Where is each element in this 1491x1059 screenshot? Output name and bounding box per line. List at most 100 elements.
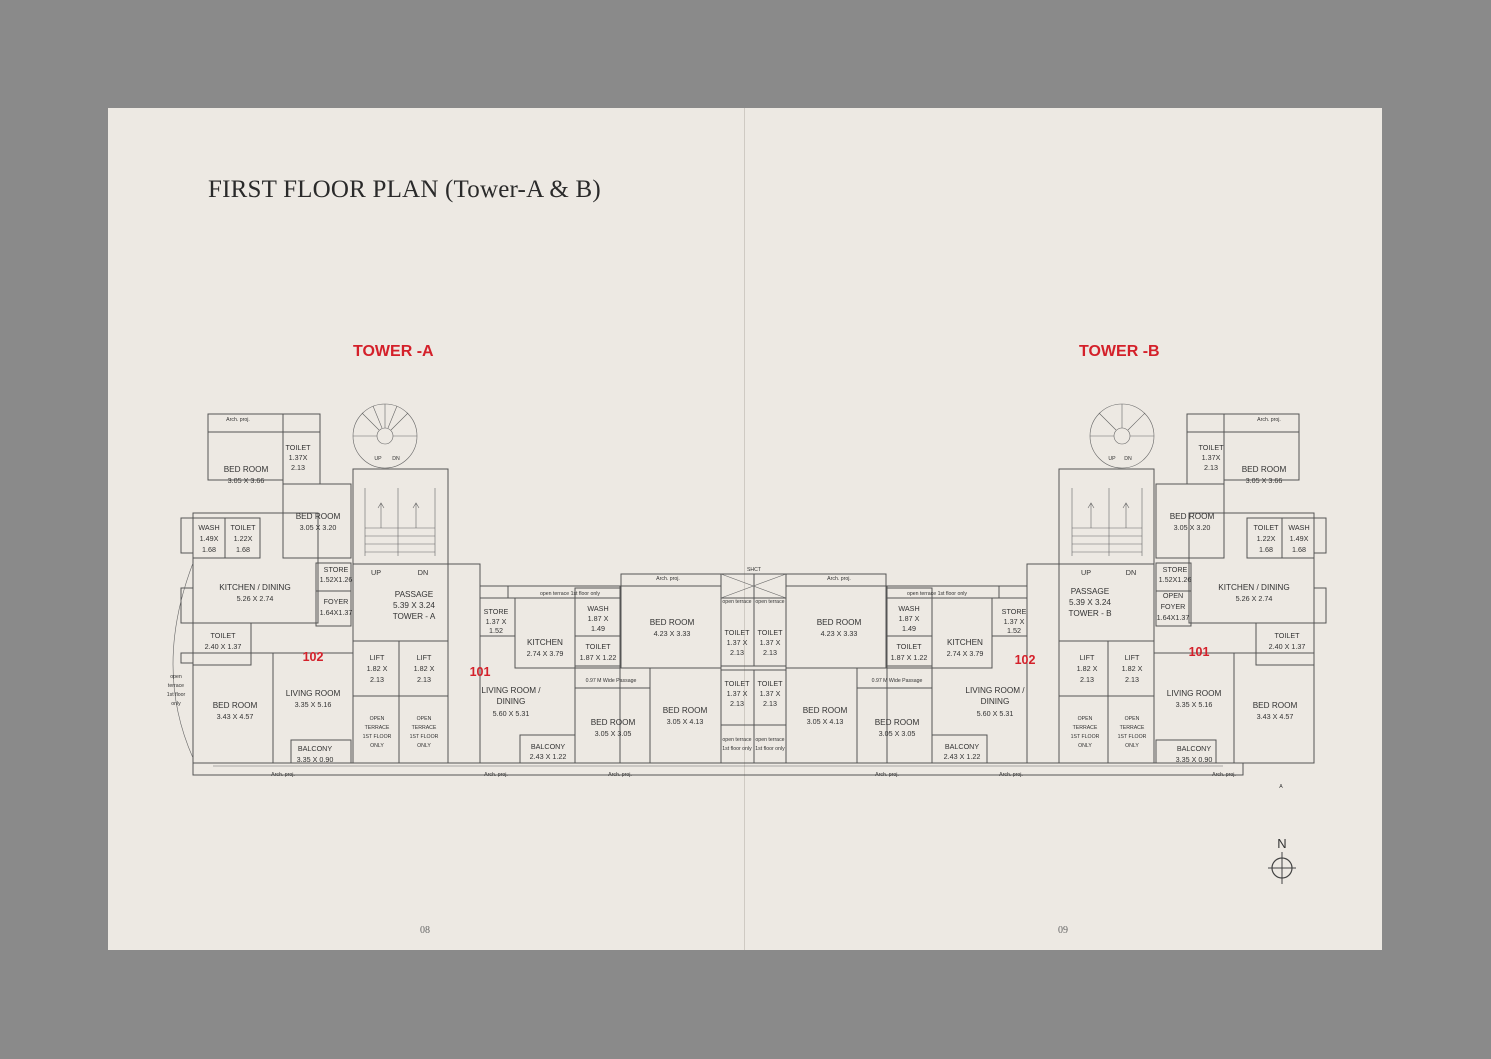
svg-text:1ST FLOOR: 1ST FLOOR [1118,734,1147,740]
room-label: BED ROOM [875,718,920,727]
room-label: TOILET [210,631,236,640]
room-label: FOYER [324,597,349,606]
room-label: LIFT [370,653,385,662]
central-shaft-walls [720,573,787,764]
tower-a-labels: Arch. proj. TOILET 1.37X 2.13 BED ROOM 3… [167,417,708,778]
svg-text:2.13: 2.13 [763,648,777,657]
unit-number: 102 [1015,653,1036,667]
svg-text:5.39 X 3.24: 5.39 X 3.24 [1069,598,1111,607]
svg-text:1st floor only: 1st floor only [722,746,752,752]
svg-text:TERRACE: TERRACE [412,725,437,731]
svg-text:2.13: 2.13 [1204,463,1218,472]
svg-text:1.49X: 1.49X [200,534,219,543]
svg-text:open terrace: open terrace [722,737,751,743]
room-label: LIVING ROOM [1167,689,1222,698]
room-label: BED ROOM [1170,512,1215,521]
page-number-left: 08 [420,925,430,936]
svg-text:open terrace: open terrace [755,599,784,605]
svg-text:5.26 X 2.74: 5.26 X 2.74 [237,594,274,603]
room-label: BED ROOM [1253,701,1298,710]
room-label: TOILET [230,523,256,532]
svg-text:ONLY: ONLY [1125,743,1139,749]
arch-proj-label: Arch. proj. [226,417,250,423]
svg-text:OPEN: OPEN [370,716,385,722]
unit-number: 102 [303,650,324,664]
svg-text:0.97 M Wide Passage: 0.97 M Wide Passage [872,678,923,684]
room-label: TOILET [896,642,922,651]
svg-text:ONLY: ONLY [1078,743,1092,749]
svg-text:TERRACE: TERRACE [1120,725,1145,731]
room-label: BED ROOM [224,465,269,474]
svg-text:UP: UP [1108,456,1116,462]
svg-text:2.13: 2.13 [417,675,431,684]
svg-text:3.05 X 4.13: 3.05 X 4.13 [807,717,844,726]
svg-text:only: only [171,701,181,707]
central-shaft-labels: SHCT open terrace open terrace TOILET 1.… [722,567,785,752]
svg-text:5.26 X 2.74: 5.26 X 2.74 [1236,594,1273,603]
svg-text:3.05 X 4.13: 3.05 X 4.13 [667,717,704,726]
room-label: BED ROOM [213,701,258,710]
svg-text:3.05 X 3.20: 3.05 X 3.20 [1174,523,1211,532]
compass-icon: N [1268,836,1296,884]
svg-text:1.87 X 1.22: 1.87 X 1.22 [891,653,928,662]
svg-text:1.37X: 1.37X [1202,453,1221,462]
room-label: LIFT [1125,653,1140,662]
svg-text:1st floor only: 1st floor only [755,746,785,752]
svg-text:DINING: DINING [497,697,526,706]
room-label: TOILET [585,642,611,651]
floor-plan: Arch. proj. TOILET 1.37X 2.13 BED ROOM 3… [167,403,1327,884]
svg-text:3.35 X 5.16: 3.35 X 5.16 [1176,700,1213,709]
svg-text:OPEN: OPEN [417,716,432,722]
room-label: BALCONY [531,742,566,751]
svg-text:1.49: 1.49 [591,624,605,633]
svg-text:2.74 X 3.79: 2.74 X 3.79 [527,649,564,658]
svg-text:ONLY: ONLY [370,743,384,749]
room-label: KITCHEN [947,638,983,647]
room-label: TOILET [757,679,783,688]
svg-text:3.35 X 0.90: 3.35 X 0.90 [297,755,334,764]
room-label: WASH [898,604,919,613]
svg-text:1.68: 1.68 [202,545,216,554]
svg-text:0.97 M Wide Passage: 0.97 M Wide Passage [586,678,637,684]
svg-text:UP: UP [374,456,382,462]
svg-text:1.49X: 1.49X [1290,534,1309,543]
svg-text:1.37 X: 1.37 X [486,617,507,626]
svg-text:Arch. proj.: Arch. proj. [271,772,295,778]
room-label: LIFT [1080,653,1095,662]
svg-text:FOYER: FOYER [1161,602,1186,611]
svg-text:open terrace: open terrace [755,737,784,743]
room-label: LIVING ROOM [286,689,341,698]
svg-text:1.87 X 1.22: 1.87 X 1.22 [580,653,617,662]
room-label: KITCHEN / DINING [219,583,290,592]
room-label: STORE [484,607,509,616]
svg-text:3.43 X 4.57: 3.43 X 4.57 [1257,712,1294,721]
svg-text:OPEN: OPEN [1078,716,1093,722]
svg-text:1.37 X: 1.37 X [760,638,781,647]
svg-text:1.37X: 1.37X [289,453,308,462]
svg-text:TERRACE: TERRACE [365,725,390,731]
svg-text:A: A [1279,784,1283,790]
svg-text:5.60 X 5.31: 5.60 X 5.31 [493,709,530,718]
room-label: STORE [324,565,349,574]
svg-text:1.87 X: 1.87 X [899,614,920,623]
svg-text:DN: DN [1124,456,1132,462]
room-label: STORE [1002,607,1027,616]
svg-text:1.64X1.37: 1.64X1.37 [1157,613,1190,622]
room-label: LIVING ROOM / [481,686,541,695]
svg-text:4.23 X 3.33: 4.23 X 3.33 [654,629,691,638]
svg-text:3.05 X 3.05: 3.05 X 3.05 [879,729,916,738]
svg-text:Arch. proj.: Arch. proj. [827,576,851,582]
unit-number: 101 [470,665,491,679]
room-label: BED ROOM [591,718,636,727]
svg-text:3.05 X 3.05: 3.05 X 3.05 [595,729,632,738]
svg-text:2.13: 2.13 [730,648,744,657]
room-label: BED ROOM [296,512,341,521]
svg-text:1.37 X: 1.37 X [727,638,748,647]
room-label: LIVING ROOM / [965,686,1025,695]
room-label: BED ROOM [1242,465,1287,474]
svg-text:open terrace 1st floor only: open terrace 1st floor only [540,591,600,597]
svg-text:1.82 X: 1.82 X [1077,664,1098,673]
svg-text:3.05 X 3.66: 3.05 X 3.66 [1246,476,1283,485]
room-label: TOILET [1198,443,1224,452]
svg-text:2.13: 2.13 [763,699,777,708]
